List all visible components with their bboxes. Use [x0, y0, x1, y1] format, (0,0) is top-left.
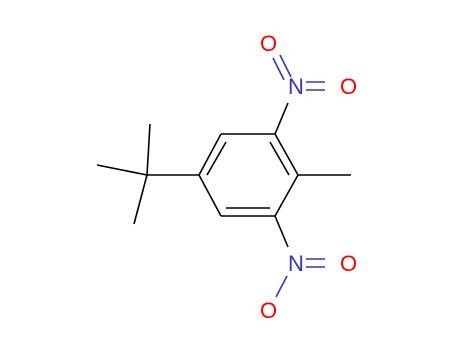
atom-o-bottom-right: O: [340, 251, 357, 276]
atom-n-top: N: [288, 74, 304, 99]
ring-bond-c6-c1: [198, 174, 222, 217]
atom-o-top-up: O: [260, 31, 277, 56]
ring-double-inner-right: [269, 141, 290, 176]
ring-bond-c1-c2: [198, 133, 222, 176]
benzene-ring: [198, 133, 299, 217]
nitro-group-top: N O O: [260, 31, 357, 135]
bond-n-o-up-a: [279, 54, 292, 78]
bond-methyl-down: [133, 174, 148, 225]
bond-n-o-up-b: [272, 57, 285, 81]
atom-o-bottom-down: O: [260, 298, 277, 323]
bond-methyl-left: [96, 164, 148, 176]
bond-ring-to-n-bottom: [274, 215, 289, 248]
ring-bond-c3-c4: [274, 133, 299, 176]
ring-bond-c4-c5: [274, 174, 299, 217]
bond-ring-to-n-top: [274, 102, 289, 135]
tert-butyl-group: [96, 123, 199, 225]
bond-methyl-up: [146, 123, 151, 176]
atom-n-bottom: N: [288, 251, 304, 276]
ring-double-inner-left: [206, 141, 227, 176]
nitro-group-bottom: N O O: [260, 215, 357, 323]
atom-o-top-right: O: [340, 74, 357, 99]
bond-n-o-down: [275, 275, 288, 298]
